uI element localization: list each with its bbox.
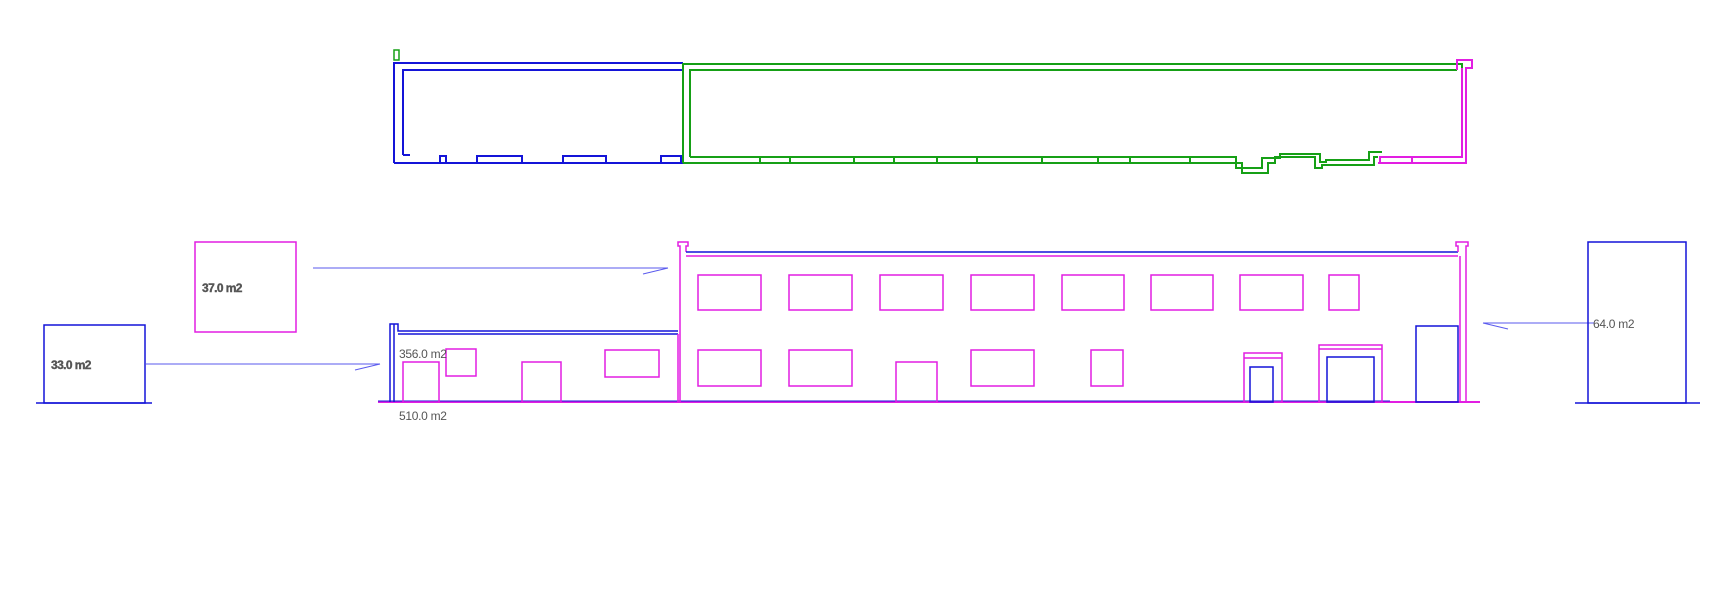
upper-window (879, 274, 944, 311)
leader-right-outbuilding-head (1482, 322, 1509, 330)
low-wing-window (604, 349, 660, 378)
main-total-area: 510.0 m2 (399, 409, 447, 423)
leader-lines (146, 267, 1594, 371)
plan-magenta-right-wall (1378, 59, 1473, 164)
upper-window (788, 274, 853, 311)
plan-magenta-end (1378, 59, 1473, 164)
low-wing-window (445, 348, 477, 377)
leader-left-outbuilding-head (354, 363, 381, 371)
floor-plan (393, 49, 1473, 174)
upper-window (1328, 274, 1360, 311)
main-left-parapet (677, 241, 689, 402)
main-ground-area: 356.0 m2 (399, 347, 447, 361)
elevation-main-block (677, 241, 1469, 403)
garage-door (1326, 356, 1375, 403)
front-elevation (36, 241, 1700, 404)
left-outbuilding-area: 33.0 m2 (51, 358, 92, 372)
upper-window (697, 274, 762, 311)
lower-window (697, 349, 762, 387)
plan-chimney (393, 49, 400, 61)
plan-blue-wing (393, 62, 683, 164)
low-wing-door (402, 361, 440, 403)
elevation-low-wing (389, 323, 678, 403)
plan-green-window (936, 156, 978, 164)
leader-upper-annex-head (642, 267, 669, 275)
plan-magenta-window (1379, 156, 1413, 164)
upper-window (1239, 274, 1304, 311)
plan-blue-window (439, 155, 447, 164)
low-wing-door (521, 361, 562, 403)
plan-blue-inner-wall (402, 69, 683, 155)
upper-window (1061, 274, 1125, 311)
upper-window (1150, 274, 1214, 311)
plan-green-outer-wall (682, 63, 1463, 163)
plan-green-block (682, 63, 1463, 174)
plan-green-window (1129, 156, 1191, 164)
lower-window (1090, 349, 1124, 387)
plan-blue-window (660, 155, 682, 164)
plan-green-front-wall (683, 156, 1378, 174)
area-labels: 37.0 m2 33.0 m2 64.0 m2 356.0 m2 510.0 m… (51, 281, 1635, 423)
entrance-door (1249, 366, 1274, 403)
plan-blue-window (562, 155, 607, 164)
lower-window (788, 349, 853, 387)
upper-annex-box (194, 241, 297, 333)
upper-window (970, 274, 1035, 311)
plan-green-window (1041, 156, 1099, 164)
lower-window (970, 349, 1035, 387)
tall-door (1415, 325, 1459, 403)
plan-magenta-inner-wall (1412, 68, 1463, 158)
right-outbuilding-area: 64.0 m2 (1593, 317, 1635, 331)
plan-green-window (759, 156, 791, 164)
plan-blue-outer-wall (393, 62, 683, 163)
lower-door (895, 361, 938, 403)
plan-blue-window (476, 155, 523, 164)
outbuildings (36, 241, 1700, 404)
plan-green-inner-wall (689, 69, 1457, 157)
upper-annex-area: 37.0 m2 (202, 281, 243, 295)
garage-frame (1318, 344, 1383, 403)
plan-green-front-inner (690, 151, 1382, 169)
plan-green-window (853, 156, 895, 164)
low-wing-parapet (389, 323, 678, 402)
main-right-parapet (1455, 241, 1469, 402)
